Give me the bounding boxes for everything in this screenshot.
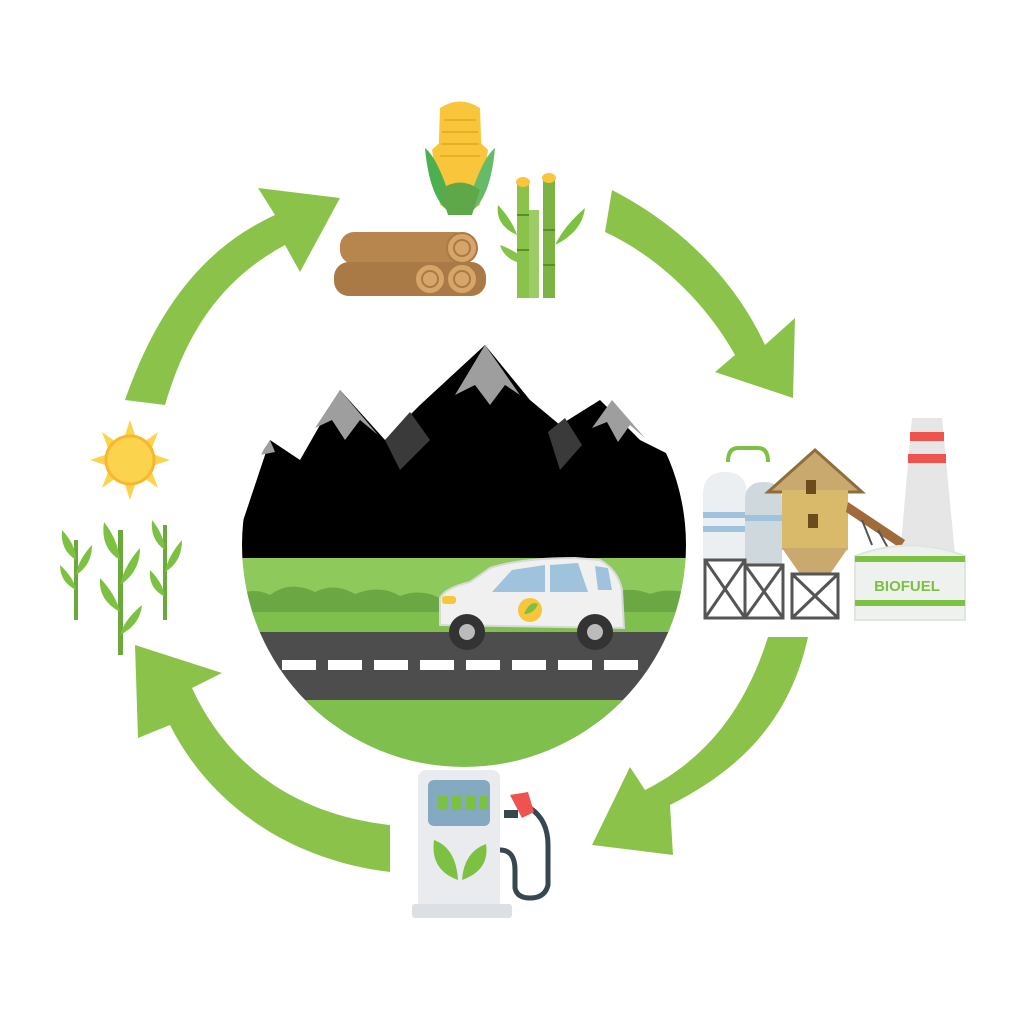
car-window-2: [550, 563, 588, 592]
storage-tank-icon: [703, 446, 785, 620]
headlight: [442, 596, 456, 604]
bushes-right: [600, 589, 686, 615]
sun-icon: [90, 420, 170, 500]
snow-cap-4: [260, 440, 275, 455]
growth-stage: [60, 420, 182, 655]
arrow-right-to-bottom: [592, 637, 808, 855]
biomass-feedstock: [334, 101, 585, 298]
fuel-pump-icon: [412, 770, 551, 918]
biofuel-tank-icon: BIOFUEL: [854, 544, 966, 621]
snow-cap-1: [315, 390, 378, 440]
biofuel-plant: BIOFUEL: [703, 418, 966, 621]
corn-icon: [425, 101, 495, 215]
refinery-building-icon: [764, 447, 905, 620]
chimney-icon: [900, 418, 955, 555]
cycle-arrows: [125, 188, 808, 872]
electric-car: [439, 556, 626, 650]
bushes: [242, 586, 440, 615]
sugarcane-icon: [497, 173, 585, 298]
car-window: [492, 565, 545, 592]
road-edge: [242, 700, 686, 767]
arrow-bottom-to-left: [135, 645, 390, 872]
snow-cap-3: [592, 400, 645, 442]
biofuel-label: BIOFUEL: [874, 578, 940, 595]
sprout-icon: [60, 520, 182, 655]
car-window-3: [595, 566, 612, 590]
arrow-left-to-top: [125, 188, 340, 405]
leaf-icon: [433, 840, 487, 880]
mountain-ridge-dark: [385, 412, 430, 470]
road-dashes: [282, 660, 638, 670]
center-scene: [242, 323, 686, 767]
mountain-ridge-dark-2: [548, 418, 582, 470]
arrow-top-to-right: [605, 190, 795, 398]
mountains: [242, 345, 686, 560]
snow-cap-2: [455, 345, 520, 405]
logs-icon: [334, 232, 486, 296]
